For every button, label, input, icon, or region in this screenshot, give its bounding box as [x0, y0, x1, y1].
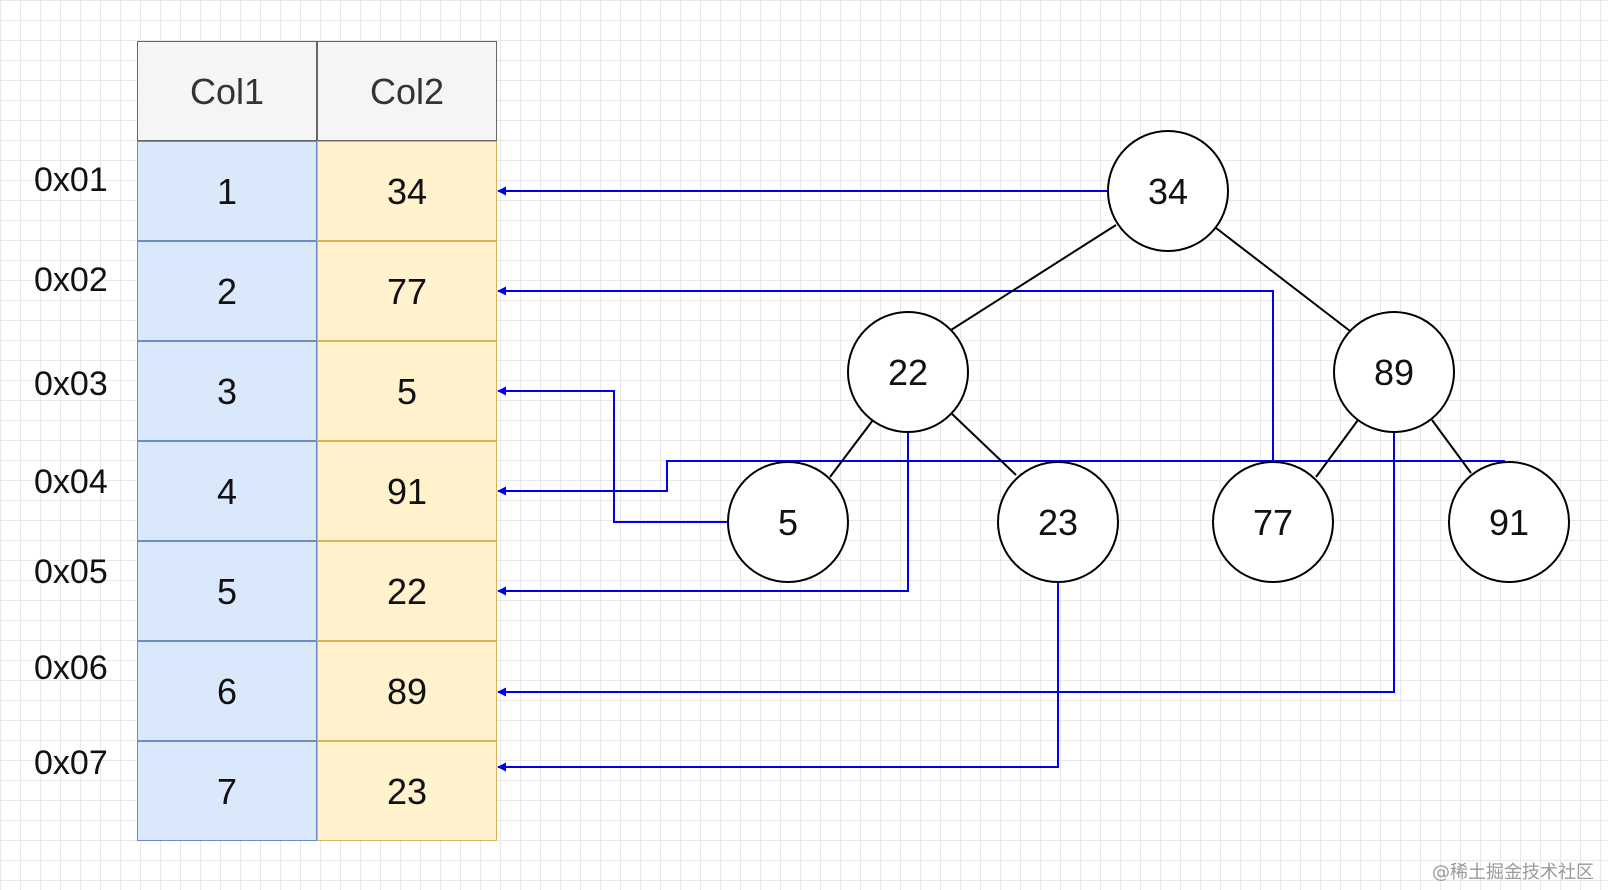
node-label: 91	[1489, 502, 1529, 543]
tree-edge	[950, 412, 1017, 476]
node-label: 77	[1253, 502, 1293, 543]
address-label: 0x07	[34, 744, 108, 782]
node-label: 5	[778, 502, 798, 543]
tree-edge	[1215, 227, 1351, 332]
table-cell-col2: 34	[317, 141, 497, 241]
tree-node: 77	[1212, 461, 1334, 583]
table-cell-col2: 91	[317, 441, 497, 541]
address-label: 0x01	[34, 161, 108, 199]
address-label: 0x04	[34, 463, 108, 501]
pointer-23-to-0x07	[497, 582, 1059, 772]
tree-edge	[950, 224, 1117, 331]
node-label: 89	[1374, 352, 1414, 393]
tree-node: 89	[1333, 311, 1455, 433]
table-cell-col1: 5	[137, 541, 317, 641]
address-label: 0x05	[34, 553, 108, 591]
tree-node: 22	[847, 311, 969, 433]
table-cell-col2: 77	[317, 241, 497, 341]
table-cell-col1: 2	[137, 241, 317, 341]
table-cell-col1: 4	[137, 441, 317, 541]
tree-node: 5	[727, 461, 849, 583]
node-label: 23	[1038, 502, 1078, 543]
table-cell-col1: 1	[137, 141, 317, 241]
pointer-22-to-0x05	[497, 432, 909, 596]
table-cell-col2: 89	[317, 641, 497, 741]
tree-edge	[1315, 419, 1359, 478]
address-label: 0x06	[34, 649, 108, 687]
pointer-lines	[497, 186, 1505, 772]
tree-node: 91	[1448, 461, 1570, 583]
pointer-91-to-0x04	[497, 460, 1505, 496]
table-header-col1: Col1	[137, 41, 317, 141]
table-cell-col1: 7	[137, 741, 317, 841]
tree-edges	[829, 224, 1472, 478]
tree-edge	[829, 419, 874, 478]
tree-edge	[1431, 419, 1472, 474]
node-label: 34	[1148, 171, 1188, 212]
table-header-col2: Col2	[317, 41, 497, 141]
address-label: 0x02	[34, 261, 108, 299]
pointer-89-to-0x06	[497, 432, 1395, 697]
address-label: 0x03	[34, 365, 108, 403]
pointer-77-to-0x02	[497, 286, 1274, 462]
table-cell-col1: 3	[137, 341, 317, 441]
watermark: @稀土掘金技术社区	[1432, 862, 1594, 883]
table-cell-col2: 23	[317, 741, 497, 841]
table-cell-col2: 5	[317, 341, 497, 441]
table-cell-col2: 22	[317, 541, 497, 641]
node-label: 22	[888, 352, 928, 393]
pointer-5-to-0x03	[497, 386, 727, 523]
tree-node: 34	[1107, 130, 1229, 252]
table-cell-col1: 6	[137, 641, 317, 741]
tree-node: 23	[997, 461, 1119, 583]
